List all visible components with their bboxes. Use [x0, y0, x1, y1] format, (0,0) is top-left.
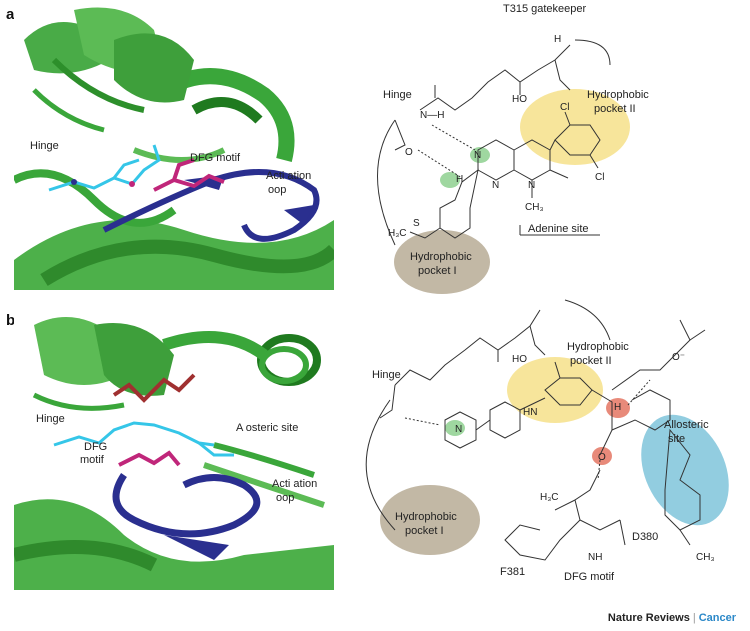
panel-a-n3: N: [528, 180, 535, 191]
journal-section: Cancer: [698, 612, 736, 624]
panel-a-n2: N: [492, 180, 499, 191]
journal-credit: Nature Reviews|Cancer: [608, 612, 736, 624]
panel-b-pocket2-label: Hydrophobic: [567, 341, 629, 353]
panel-b-d380-label: D380: [632, 531, 658, 543]
panel-b-f381-label: F381: [500, 566, 525, 578]
panel-b-h: H: [614, 402, 621, 413]
panel-a-dfg-label: DFG motif: [190, 152, 241, 164]
panel-b-nh: NH: [588, 552, 602, 563]
panel-b-h3c: H₃C: [540, 492, 559, 503]
panel-b-dfg-label-2: motif: [80, 454, 104, 466]
panel-b-chem-hinge-label: Hinge: [372, 369, 401, 381]
panel-a-protein-structure: [14, 0, 334, 290]
panel-b-dfg-label: DFG: [84, 441, 108, 453]
panel-a-h3cs: H₃C: [388, 228, 407, 239]
panel-b-ch3: CH₃: [696, 552, 715, 563]
panel-a-pocket1-highlight: [394, 230, 490, 294]
panel-a-adenine-label: Adenine site: [528, 223, 589, 235]
panel-b-allosteric-label-2: site: [668, 433, 685, 445]
panel-a-s: S: [413, 218, 420, 229]
credit-separator: |: [692, 612, 696, 624]
panel-b-o-minus: O⁻: [672, 352, 685, 363]
panel-b-pocket2-label-2: pocket II: [570, 355, 612, 367]
panel-a-gatekeeper-label: T315 gatekeeper: [503, 3, 587, 15]
panel-b-allosteric-label: A osteric site: [236, 422, 299, 434]
panel-a-o: O: [405, 147, 413, 158]
panel-b-activation-label-2: oop: [276, 492, 295, 504]
panel-b-hinge-label: Hinge: [36, 413, 65, 425]
panel-b-hbond-highlight: [445, 420, 465, 436]
panel-a-ch3: CH₃: [525, 202, 544, 213]
panel-b-pocket1-label: Hydrophobic: [395, 511, 457, 523]
panel-b-pocket1-highlight: [380, 485, 480, 555]
panel-a-activation-label: Acti ation: [266, 170, 312, 182]
panel-a-pocket1-label-2: pocket I: [418, 265, 457, 277]
panel-b-allosteric-highlight: [641, 414, 729, 526]
panel-b-n: N: [455, 424, 462, 435]
panel-a-h2: H: [554, 34, 561, 45]
panel-a-hbond-highlight-1: [470, 147, 490, 163]
panel-a-pocket2-highlight: [520, 89, 630, 165]
panel-b-pocket1-label-2: pocket I: [405, 525, 444, 537]
panel-b-o: O: [598, 452, 606, 463]
panel-b-pocket2-highlight: [507, 357, 603, 423]
panel-a-n1: N: [474, 150, 481, 161]
panel-a-nh: N—H: [420, 110, 444, 121]
panel-a-ho: HO: [512, 94, 527, 105]
panel-b-molecule-bonds: [365, 299, 706, 561]
panel-b-ribbon-image: [14, 317, 334, 590]
panel-b-protein-structure: [14, 305, 334, 590]
panel-a-pocket2-label-2: pocket II: [594, 103, 636, 115]
panel-b-red-highlight-2: [592, 447, 612, 465]
panel-a-hbond-highlight-2: [440, 172, 460, 188]
panel-a-chem-hinge-label: Hinge: [383, 89, 412, 101]
panel-b-ho: HO: [512, 354, 527, 365]
panel-a-pocket2-label: Hydrophobic: [587, 89, 649, 101]
panel-b-hn: HN: [523, 407, 537, 418]
panel-a-h1: H: [456, 174, 463, 185]
panel-a-ribbon-image: [14, 7, 334, 290]
panel-b-dfg-label: DFG motif: [564, 571, 615, 583]
journal-name: Nature Reviews: [607, 612, 690, 624]
panel-a-cl1: Cl: [560, 102, 569, 113]
panel-a-letter: a: [6, 6, 15, 23]
panel-b-activation-label: Acti ation: [272, 478, 318, 490]
panel-a-hinge-label: Hinge: [30, 140, 59, 152]
panel-a-molecule-bonds: [377, 39, 611, 246]
panel-b-letter: b: [6, 312, 16, 329]
panel-a-pocket1-label: Hydrophobic: [410, 251, 472, 263]
panel-a-activation-label-2: oop: [268, 184, 287, 196]
panel-b-allosteric-label: Allosteric: [664, 419, 709, 431]
panel-a-cl2: Cl: [595, 172, 604, 183]
